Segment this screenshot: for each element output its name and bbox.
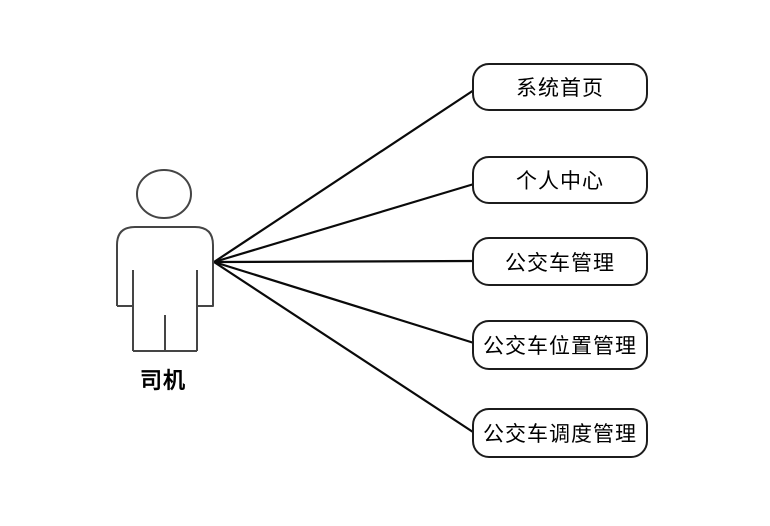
use-case-node-bus-dispatch-management: 公交车调度管理 [472, 408, 648, 458]
association-line-profile [212, 182, 476, 264]
actor-figure [116, 169, 214, 352]
association-line-location [212, 260, 476, 345]
use-case-label: 系统首页 [516, 76, 604, 100]
use-case-label: 个人中心 [516, 169, 604, 193]
association-line-home [212, 88, 476, 264]
use-case-node-profile: 个人中心 [472, 156, 648, 204]
actor-label: 司机 [139, 368, 186, 393]
actor-body [116, 226, 214, 352]
association-line-dispatch [212, 260, 478, 436]
use-case-label: 公交车位置管理 [483, 334, 637, 358]
use-case-label: 公交车调度管理 [483, 422, 637, 446]
association-lines [212, 88, 478, 436]
use-case-label: 公交车管理 [505, 250, 615, 275]
use-case-node-bus-location-management: 公交车位置管理 [472, 320, 648, 370]
use-case-node-bus-management: 公交车管理 [472, 237, 648, 286]
actor-head [136, 169, 192, 219]
use-case-node-home: 系统首页 [472, 63, 648, 111]
association-line-bus [212, 259, 474, 264]
